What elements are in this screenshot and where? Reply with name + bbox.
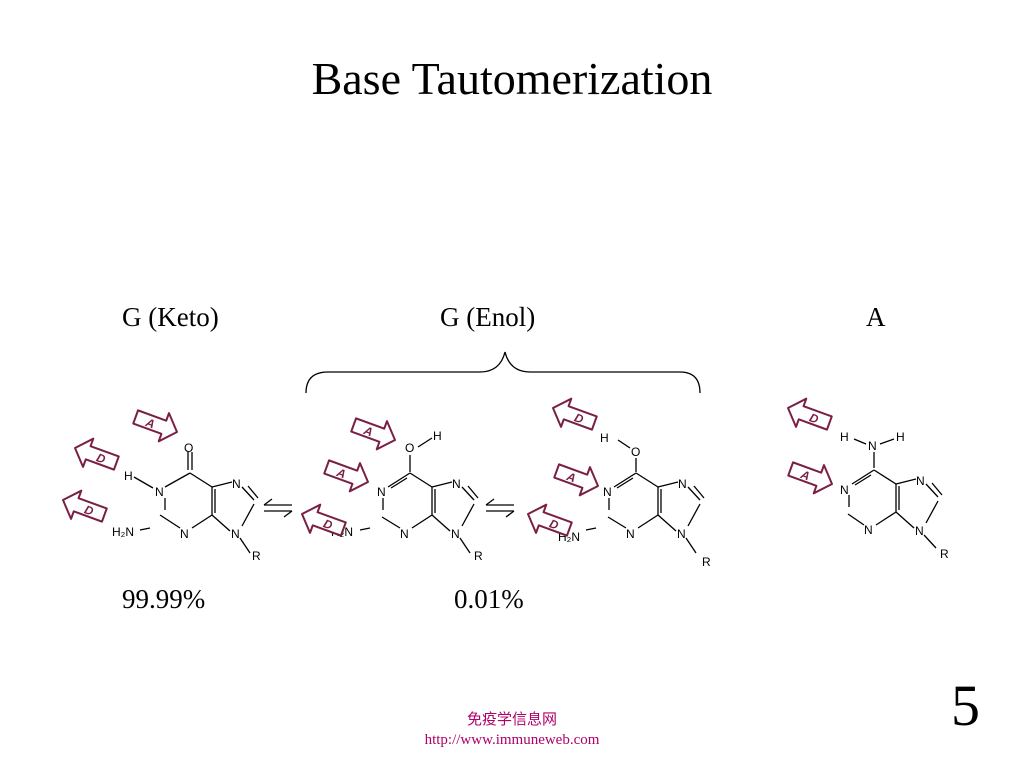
guanine-enol-structure-2	[585, 439, 705, 554]
page-number: 5	[951, 673, 980, 738]
enol1-r-group: R	[474, 549, 483, 563]
enol2-n9: N	[677, 527, 686, 541]
label-adenine: A	[866, 302, 886, 332]
enol2-n7: N	[678, 477, 687, 491]
enol2-donor-badge-1: D	[546, 392, 601, 439]
slide-title: Base Tautomerization	[311, 53, 713, 104]
adenine-acceptor-badge: A	[784, 453, 839, 500]
keto-oxygen: O	[184, 441, 193, 455]
adenine-h-left: H	[840, 430, 849, 444]
svg-text:A: A	[564, 469, 578, 485]
keto-hydrogen: H	[124, 469, 133, 483]
adenine-n3: N	[864, 523, 873, 537]
keto-acceptor-badge: A	[129, 401, 184, 448]
percent-enol: 0.01%	[454, 584, 524, 614]
footer-site-name: 免疫学信息网	[466, 712, 557, 728]
enol1-donor-badge: D	[295, 498, 350, 545]
label-g-keto: G (Keto)	[122, 302, 219, 332]
keto-amine: H₂N	[112, 525, 134, 539]
adenine-h-right: H	[896, 430, 905, 444]
svg-text:A: A	[334, 465, 348, 481]
adenine-structure	[847, 438, 943, 549]
keto-donor-badge-1: D	[68, 432, 123, 479]
enol2-donor-badge-2: D	[521, 498, 576, 545]
adenine-donor-badge: D	[781, 392, 836, 439]
adenine-amino-n: N	[868, 439, 877, 453]
svg-text:A: A	[143, 415, 157, 431]
guanine-enol-structure-1	[359, 437, 479, 554]
label-g-enol: G (Enol)	[440, 302, 536, 332]
footer-url[interactable]: http://www.immuneweb.com	[424, 732, 600, 748]
guanine-keto-structure	[133, 452, 259, 554]
enol2-oxygen: O	[631, 445, 640, 459]
enol1-acceptor-badge-2: A	[320, 451, 375, 498]
adenine-n1: N	[840, 483, 849, 497]
adenine-r-group: R	[940, 547, 949, 561]
enol2-n1: N	[603, 485, 612, 499]
enol-brace	[305, 351, 701, 394]
enol1-n3: N	[400, 527, 409, 541]
keto-n3: N	[180, 527, 189, 541]
enol1-n9: N	[451, 527, 460, 541]
enol2-r-group: R	[702, 555, 711, 569]
enol1-n7: N	[452, 477, 461, 491]
enol1-oxygen: O	[405, 441, 414, 455]
keto-n7: N	[232, 477, 241, 491]
svg-text:A: A	[361, 423, 375, 439]
keto-r-group: R	[252, 549, 261, 563]
enol1-n1: N	[377, 485, 386, 499]
equilibrium-arrow-2	[485, 498, 515, 518]
enol1-acceptor-badge-1: A	[347, 409, 402, 456]
keto-n9: N	[231, 527, 240, 541]
percent-keto: 99.99%	[122, 584, 206, 614]
enol2-hydroxyl-h: H	[600, 431, 609, 445]
enol2-acceptor-badge: A	[550, 455, 605, 502]
adenine-n9: N	[915, 524, 924, 538]
keto-n1: N	[155, 485, 164, 499]
svg-text:A: A	[798, 467, 812, 483]
enol2-n3: N	[626, 527, 635, 541]
keto-donor-badge-2: D	[56, 484, 111, 531]
adenine-n7: N	[916, 474, 925, 488]
enol1-hydroxyl-h: H	[433, 429, 442, 443]
equilibrium-arrow-1	[263, 498, 293, 518]
